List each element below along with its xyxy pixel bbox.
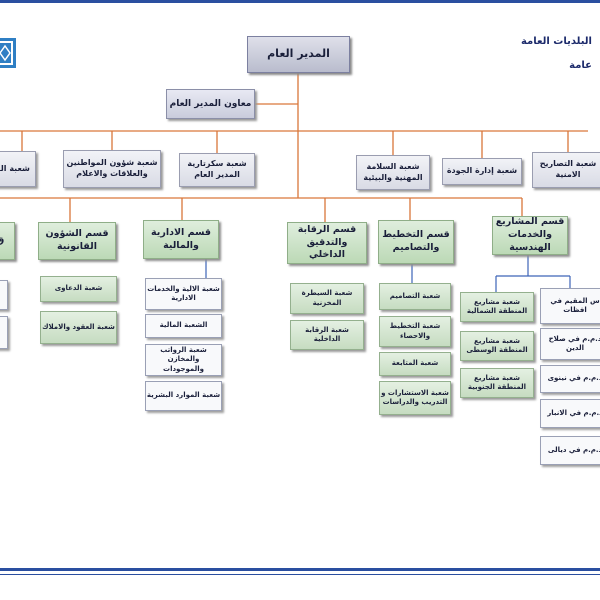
top-border [0,0,600,3]
unit-label-resident-anbar: د.م.م في الانبار [547,408,600,417]
director-general-box: المدير العام [247,36,350,73]
department-box-legal: قسم الشؤون القانونية [38,222,116,260]
unit-label-planning-4: شعبة الاستشارات و التدريب والدراسات [381,388,449,406]
unit-box-resident-diyala: د.م.م في ديالى [540,436,600,465]
unit-label-legal-2: شعبة العقود والاملاك [42,322,115,331]
section-label-quality: شعبة إدارة الجودة [446,166,518,176]
unit-label-admin-2: الشعبة المالية [159,321,208,330]
section-label-dg-secretariat: شعبة سكرتارية المدير العام [187,159,247,179]
unit-box-planning-4: شعبة الاستشارات و التدريب والدراسات [379,381,451,415]
unit-box-resident-title: س المقيم في افظات [540,288,600,324]
bottom-border [0,568,600,571]
unit-label-resident-salahaddin: د.م.م في صلاح الدين [548,334,600,352]
section-label-edge-left: شعبة الد [0,163,30,173]
unit-box-planning-1: شعبة التصاميم [379,283,451,310]
section-label-security-permits: شعبة التصاريح الامنية [539,159,597,179]
unit-label-planning-3: شعبة المتابعة [391,359,439,368]
unit-label-admin-3: شعبة الرواتب والمخازن والموجودات [160,345,207,373]
unit-box-edge-left-2 [0,316,8,349]
unit-label-audit-2: شعبة الرقابة الداخلية [305,325,349,343]
section-label-citizens-affairs: شعبة شؤون المواطنين والعلاقات والاعلام [66,158,158,178]
unit-label-legal-1: شعبة الدعاوى [54,284,103,293]
unit-label-admin-1: شعبة الالية والخدمات الادارية [147,284,220,302]
unit-box-region-north: شعبة مشاريع المنطقة الشمالية [460,292,534,322]
assistant-director-label: معاون المدير العام [169,98,252,109]
unit-label-audit-1: شعبة السيطرة المخزنية [301,289,353,307]
unit-box-planning-2: شعبة التخطيط والاحصاء [379,316,451,347]
header-line-2: عامة [569,60,592,71]
director-general-label: المدير العام [267,47,330,61]
assistant-director-box: معاون المدير العام [166,89,255,119]
unit-box-audit-1: شعبة السيطرة المخزنية [290,283,364,314]
unit-box-planning-3: شعبة المتابعة [379,352,451,376]
unit-label-planning-1: شعبة التصاميم [389,291,441,300]
department-box-planning: قسم التخطيط والتصاميم [378,220,454,264]
unit-box-legal-1: شعبة الدعاوى [40,276,117,302]
bottom-border-thin [0,574,600,575]
department-box-audit: قسم الرقابة والتدقيق الداخلي [287,222,367,264]
unit-box-resident-nineveh: د.م.م في نينوى [540,365,600,393]
unit-label-admin-4: شعبة الموارد البشرية [146,391,221,400]
department-label-projects: قسم المشاريع والخدمات الهندسية [495,216,565,253]
section-box-edge-left: شعبة الد [0,151,36,187]
unit-box-resident-salahaddin: د.م.م في صلاح الدين [540,328,600,360]
department-label-legal: قسم الشؤون القانونية [45,228,109,252]
department-box-admin-finance: قسم الادارية والمالية [143,220,219,259]
unit-label-region-central: شعبة مشاريع المنطقة الوسطى [466,336,528,354]
unit-label-resident-nineveh: د.م.م في نينوى [547,374,600,383]
unit-label-resident-diyala: د.م.م في ديالى [547,445,600,454]
unit-box-legal-2: شعبة العقود والاملاك [40,311,117,344]
unit-label-resident-title: س المقيم في افظات [550,296,600,314]
department-label-edge-left: ق [0,235,14,248]
logo-icon [0,38,16,68]
unit-label-planning-2: شعبة التخطيط والاحصاء [389,322,441,340]
section-box-quality: شعبة إدارة الجودة [442,158,522,185]
section-box-safety: شعبة السلامة المهنية والبيئية [356,155,430,190]
unit-box-region-south: شعبة مشاريع المنطقة الجنوبية [460,368,534,398]
department-label-planning: قسم التخطيط والتصاميم [382,229,450,253]
unit-box-audit-2: شعبة الرقابة الداخلية [290,320,364,350]
header-line-1: البلديات العامة [520,36,592,47]
unit-box-resident-anbar: د.م.م في الانبار [540,399,600,428]
section-box-dg-secretariat: شعبة سكرتارية المدير العام [179,153,255,187]
section-box-citizens-affairs: شعبة شؤون المواطنين والعلاقات والاعلام [63,150,161,188]
unit-box-admin-3: شعبة الرواتب والمخازن والموجودات [145,344,222,376]
unit-box-edge-left-1 [0,280,8,310]
unit-label-region-north: شعبة مشاريع المنطقة الشمالية [466,297,528,315]
section-label-safety: شعبة السلامة المهنية والبيئية [363,161,423,182]
department-label-audit: قسم الرقابة والتدقيق الداخلي [297,223,357,261]
department-label-admin-finance: قسم الادارية والمالية [151,226,211,251]
department-box-projects: قسم المشاريع والخدمات الهندسية [492,216,568,255]
unit-box-admin-2: الشعبة المالية [145,314,222,338]
unit-label-region-south: شعبة مشاريع المنطقة الجنوبية [467,373,527,391]
unit-box-region-central: شعبة مشاريع المنطقة الوسطى [460,331,534,361]
department-box-edge-left: ق [0,222,15,260]
unit-box-admin-4: شعبة الموارد البشرية [145,381,222,411]
unit-box-admin-1: شعبة الالية والخدمات الادارية [145,278,222,310]
section-box-security-permits: شعبة التصاريح الامنية [532,152,600,188]
